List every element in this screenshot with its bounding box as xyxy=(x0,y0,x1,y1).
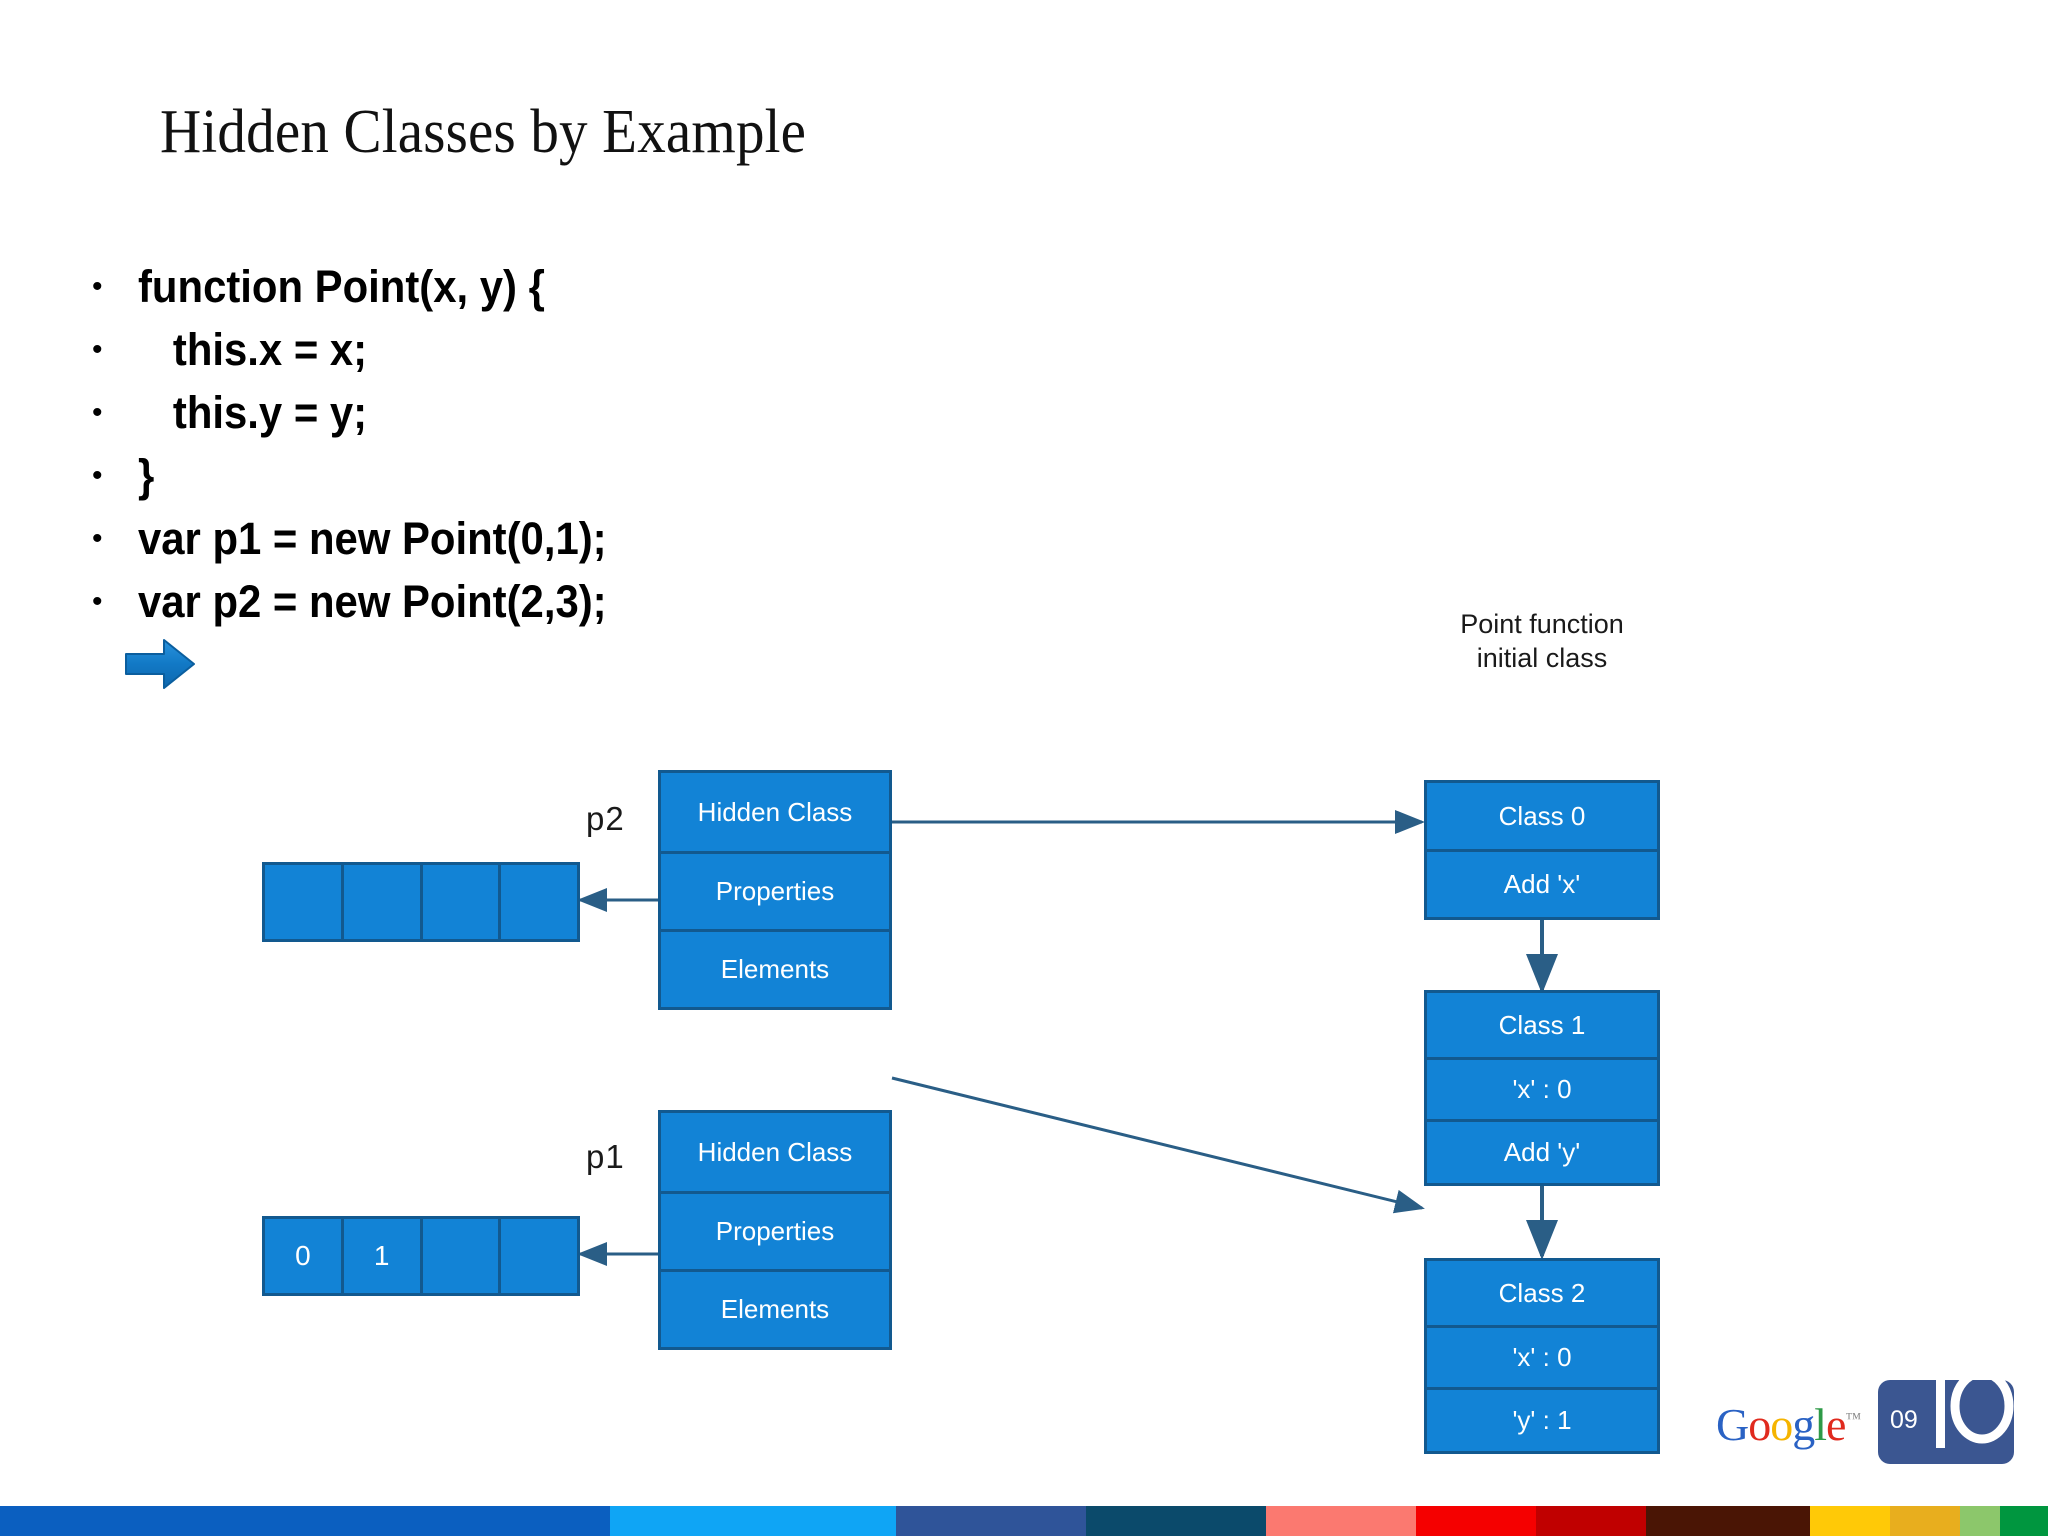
list-item: • this.x = x; xyxy=(86,321,1286,384)
array-cell xyxy=(419,865,499,939)
class-title: Class 0 xyxy=(1427,783,1657,849)
strip-segment-8 xyxy=(1810,1506,1890,1536)
var-label-p1: p1 xyxy=(586,1138,625,1175)
google-letter-g2: g xyxy=(1792,1399,1815,1450)
strip-segment-0 xyxy=(0,1506,610,1536)
bullet-marker-icon: • xyxy=(92,585,103,618)
class-row: 'y' : 1 xyxy=(1427,1387,1657,1451)
connector-p1-class2 xyxy=(891,1076,1425,1214)
blue-right-arrow-icon xyxy=(124,636,196,692)
object-row-properties: Properties xyxy=(661,851,889,929)
strip-segment-5 xyxy=(1416,1506,1536,1536)
caption-line-1: Point function xyxy=(1460,609,1624,639)
list-item: • } xyxy=(86,447,1286,510)
class-box-2: Class 2 'x' : 0 'y' : 1 xyxy=(1424,1258,1660,1454)
strip-segment-10 xyxy=(1960,1506,2000,1536)
bullet-text: var p2 = new Point(2,3); xyxy=(138,576,607,627)
bullet-text: } xyxy=(138,450,155,501)
object-row-hidden-class: Hidden Class xyxy=(661,773,889,851)
io-badge: 09 xyxy=(1878,1380,2014,1464)
strip-segment-9 xyxy=(1890,1506,1960,1536)
class-row: Add 'x' xyxy=(1427,849,1657,917)
class-title: Class 2 xyxy=(1427,1261,1657,1325)
bullet-text: this.x = x; xyxy=(138,324,368,375)
bullet-marker-icon: • xyxy=(92,459,103,492)
google-wordmark: Google™ xyxy=(1716,1398,1861,1451)
class-row: 'x' : 0 xyxy=(1427,1057,1657,1119)
caption-line-2: initial class xyxy=(1476,642,1608,673)
class-box-0: Class 0 Add 'x' xyxy=(1424,780,1660,920)
array-cell xyxy=(498,1219,577,1293)
class-chain-caption: Point function initial class xyxy=(1392,608,1692,676)
google-letter-o2: o xyxy=(1770,1399,1793,1450)
array-cell xyxy=(419,1219,499,1293)
google-letter-e: e xyxy=(1826,1399,1846,1450)
list-item: • var p1 = new Point(0,1); xyxy=(86,510,1286,573)
strip-segment-2 xyxy=(896,1506,1086,1536)
strip-segment-11 xyxy=(2000,1506,2048,1536)
object-box-p1: Hidden Class Properties Elements xyxy=(658,1110,892,1350)
object-row-hidden-class: Hidden Class xyxy=(661,1113,889,1191)
trademark-symbol: ™ xyxy=(1845,1410,1861,1428)
class-row: 'x' : 0 xyxy=(1427,1325,1657,1387)
array-cell xyxy=(265,865,341,939)
array-cell: 0 xyxy=(265,1219,341,1293)
class-box-1: Class 1 'x' : 0 Add 'y' xyxy=(1424,990,1660,1186)
bullet-text: this.y = y; xyxy=(138,387,368,438)
bullet-marker-icon: • xyxy=(92,333,103,366)
object-box-p2: Hidden Class Properties Elements xyxy=(658,770,892,1010)
properties-array-p2 xyxy=(262,862,580,942)
strip-segment-7 xyxy=(1646,1506,1810,1536)
footer-color-strip xyxy=(0,1506,2048,1536)
var-label-p2: p2 xyxy=(586,800,625,837)
array-cell xyxy=(498,865,577,939)
google-letter-o1: o xyxy=(1748,1399,1771,1450)
google-letter-l: l xyxy=(1814,1399,1827,1450)
array-cell: 1 xyxy=(340,1219,420,1293)
bullet-marker-icon: • xyxy=(92,270,103,303)
strip-segment-6 xyxy=(1536,1506,1646,1536)
list-item: • var p2 = new Point(2,3); xyxy=(86,573,1286,636)
bullet-text: function Point(x, y) { xyxy=(138,261,545,312)
page-title: Hidden Classes by Example xyxy=(160,98,807,166)
bullet-marker-icon: • xyxy=(92,396,103,429)
list-item: • this.y = y; xyxy=(86,384,1286,447)
bullet-text: var p1 = new Point(0,1); xyxy=(138,513,607,564)
bullet-list: • function Point(x, y) { • this.x = x; •… xyxy=(86,258,1286,636)
strip-segment-1 xyxy=(610,1506,896,1536)
bullet-marker-icon: • xyxy=(92,522,103,555)
diagram-connectors xyxy=(577,810,1558,1266)
google-letter-g1: G xyxy=(1716,1399,1749,1450)
class-row: Add 'y' xyxy=(1427,1119,1657,1183)
object-row-properties: Properties xyxy=(661,1191,889,1269)
properties-array-p1: 0 1 xyxy=(262,1216,580,1296)
io-glyph-icon xyxy=(1936,1380,2014,1448)
class-title: Class 1 xyxy=(1427,993,1657,1057)
strip-segment-3 xyxy=(1086,1506,1266,1536)
list-item: • function Point(x, y) { xyxy=(86,258,1286,321)
object-row-elements: Elements xyxy=(661,929,889,1007)
google-io-logo: Google™ 09 xyxy=(1716,1380,2016,1470)
object-row-elements: Elements xyxy=(661,1269,889,1347)
io-year-label: 09 xyxy=(1890,1406,1918,1434)
strip-segment-4 xyxy=(1266,1506,1416,1536)
array-cell xyxy=(340,865,420,939)
hidden-class-diagram: Point function initial class p2 Hidden C… xyxy=(0,609,2048,1480)
